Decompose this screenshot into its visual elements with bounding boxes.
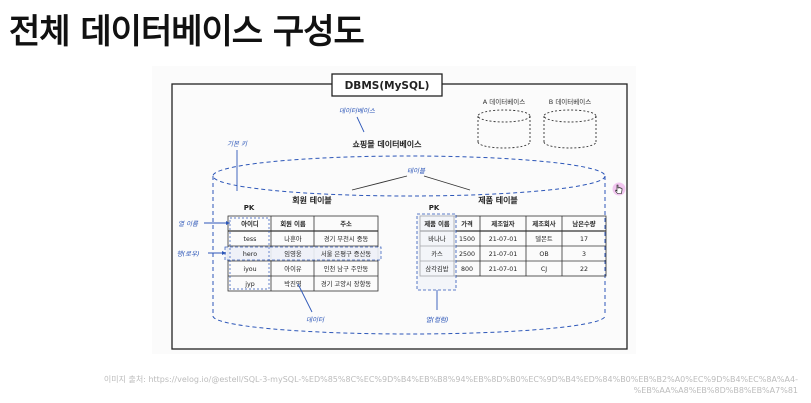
arrowhead-icon <box>222 251 226 255</box>
annotation-data-line <box>297 283 313 313</box>
member-cell: tess <box>244 236 257 243</box>
product-cell: 카스 <box>431 249 443 258</box>
dbms-label: DBMS(MySQL) <box>345 80 430 92</box>
member-cell: hero <box>243 251 257 258</box>
page-title: 전체 데이터베이스 구성도 <box>9 12 365 52</box>
annotation-row: 행(로우) <box>176 250 199 258</box>
member-cell: 임영웅 <box>284 249 302 258</box>
annotation-table: 테이블 <box>407 167 426 175</box>
product-header-cell: 가격 <box>461 219 473 228</box>
db-a-label: A 데이터베이스 <box>483 97 525 106</box>
dbms-label-box <box>331 73 443 97</box>
member-header-cell: 아이디 <box>241 219 259 228</box>
db-b-cylinder <box>543 109 597 149</box>
member-cell: 박진영 <box>284 279 302 288</box>
annotation-database: 데이터베이스 <box>339 107 375 115</box>
product-header-cell: 제조일자 <box>491 219 514 228</box>
annotation-column-name: 열 이름 <box>178 220 199 228</box>
member-cell: 나훈아 <box>284 234 302 243</box>
arrowhead-icon <box>226 221 230 225</box>
product-cell: 21-07-01 <box>489 236 518 243</box>
hand-cursor-icon <box>612 182 626 196</box>
product-cell: 델몬트 <box>535 235 553 243</box>
dbms-box <box>171 83 628 350</box>
column-highlight <box>416 213 457 291</box>
product-cell: 3 <box>582 251 586 258</box>
product-cell: 1500 <box>459 236 475 243</box>
member-cell: 아이유 <box>284 264 302 273</box>
pk-label-product: PK <box>429 204 440 212</box>
pk-column-highlight <box>229 217 270 290</box>
product-cell: 바나나 <box>428 234 446 243</box>
diagram-svg: DBMS(MySQL) A 데이터베이스 B 데이터베이스 데이터베이스 쇼핑몰… <box>171 73 628 350</box>
member-table-label: 회원 테이블 <box>292 195 332 205</box>
member-cell: 인천 남구 주안동 <box>324 264 369 273</box>
pk-label-member: PK <box>244 204 255 212</box>
product-cell: 삼각김밥 <box>425 264 448 273</box>
annotation-column: 열(컬럼) <box>425 316 448 324</box>
member-cell: 경기 고양시 장항동 <box>321 279 372 288</box>
annotation-database-arrow <box>356 116 365 133</box>
shop-db-label: 쇼핑몰 데이터베이스 <box>352 139 422 149</box>
annotation-primary-key: 기본 키 <box>227 140 248 148</box>
product-header-cell: 제조회사 <box>532 219 555 228</box>
product-cell: 17 <box>580 236 588 243</box>
member-cell: jyp <box>244 281 254 288</box>
database-diagram: DBMS(MySQL) A 데이터베이스 B 데이터베이스 데이터베이스 쇼핑몰… <box>152 66 636 354</box>
product-header-cell: 제품 이름 <box>424 219 450 228</box>
member-header-cell: 주소 <box>340 220 352 228</box>
annotation-data: 데이터 <box>306 316 325 324</box>
image-source-caption: 이미지 출처: https://velog.io/@estell/SQL-3-m… <box>103 375 798 395</box>
product-cell: OB <box>539 251 548 258</box>
product-cell: 21-07-01 <box>489 266 518 273</box>
shop-db-cylinder <box>212 155 606 335</box>
product-cell: 2500 <box>459 251 475 258</box>
product-cell: CJ <box>541 266 547 273</box>
product-header-cell: 남은수량 <box>572 219 595 228</box>
member-cell: 서울 은평구 증산동 <box>321 249 372 258</box>
member-header-cell: 회원 이름 <box>280 219 306 228</box>
product-table-label: 제품 테이블 <box>478 195 518 205</box>
annotation-table-arrow-right <box>423 175 471 191</box>
db-b-label: B 데이터베이스 <box>549 97 591 106</box>
annotation-table-arrow-left <box>351 175 408 191</box>
db-a-cylinder <box>477 109 531 149</box>
product-cell: 21-07-01 <box>489 251 518 258</box>
product-cell: 22 <box>580 266 588 273</box>
product-cell: 800 <box>461 266 473 273</box>
member-cell: iyou <box>243 266 256 273</box>
member-cell: 경기 부천시 중동 <box>324 234 369 243</box>
